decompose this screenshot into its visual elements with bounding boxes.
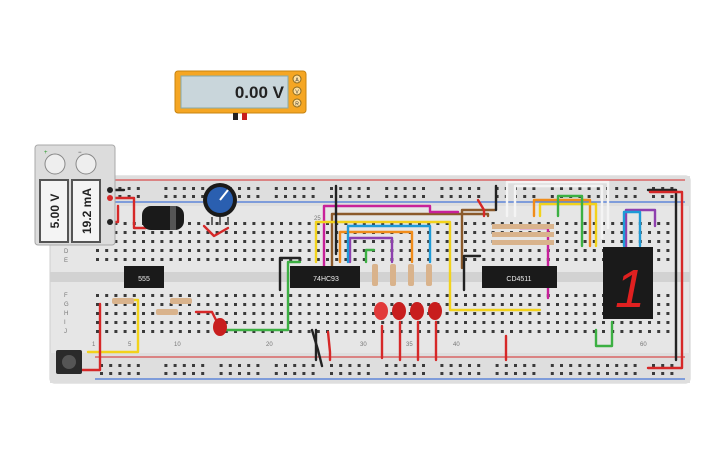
wire-purple-2[interactable]: [624, 208, 657, 250]
wire-orange-2[interactable]: [532, 198, 592, 248]
wire-green-4[interactable]: [594, 320, 614, 348]
resistor-display-3[interactable]: [492, 240, 554, 245]
plus-terminal-icon: +: [44, 150, 48, 156]
seven-segment-display[interactable]: 1: [603, 247, 653, 319]
wire-red-6[interactable]: [194, 310, 218, 322]
wire-red-5[interactable]: [78, 302, 102, 372]
chip-74hc93[interactable]: 74HC93: [290, 266, 360, 288]
column-number-25: 25: [314, 216, 321, 222]
resistor-timer-1[interactable]: [112, 298, 134, 304]
wire-blue-2[interactable]: [622, 210, 642, 248]
wire-green-2[interactable]: [224, 260, 302, 332]
chip-555-label: 555: [138, 276, 150, 283]
wire-purple-1[interactable]: [348, 236, 394, 264]
resistor-display-2[interactable]: [492, 232, 554, 237]
potentiometer[interactable]: [203, 183, 237, 225]
multimeter-reading: 0.00 V: [235, 83, 285, 102]
resistor-timer-3[interactable]: [156, 309, 178, 315]
wire-red-8[interactable]: [326, 330, 332, 362]
resistors-timer[interactable]: [112, 298, 192, 315]
terminal-negative[interactable]: [107, 187, 113, 193]
row-letter-d: D: [64, 249, 69, 255]
wire-yellow-3[interactable]: [538, 202, 598, 248]
probe-black[interactable]: [233, 113, 238, 120]
seven-segment-digit: 1: [615, 259, 645, 319]
row-letter-g: G: [64, 302, 69, 308]
row-letter-j: J: [64, 329, 67, 335]
wire-brown-1[interactable]: [330, 212, 490, 270]
resistor-led-2[interactable]: [390, 264, 396, 286]
wire-red-9[interactable]: [202, 224, 230, 238]
led-bit-2[interactable]: [410, 302, 424, 320]
terminal-ground[interactable]: [107, 219, 113, 225]
probe-red[interactable]: [242, 113, 247, 120]
wire-black-4[interactable]: [646, 188, 678, 362]
wire-blue-1[interactable]: [346, 224, 432, 264]
mode-ohms-button[interactable]: [292, 98, 302, 108]
chip-cd4511[interactable]: CD4511: [482, 266, 557, 288]
chip-555[interactable]: 555: [124, 266, 164, 288]
wire-green-3[interactable]: [556, 194, 584, 248]
wire-white-1[interactable]: [505, 180, 610, 230]
mode-amps-label: A: [295, 78, 299, 84]
led-bit-3[interactable]: [428, 302, 442, 320]
mode-volts-button[interactable]: [292, 86, 302, 96]
column-number-60: 60: [640, 342, 647, 348]
wire-black-1[interactable]: [278, 256, 302, 292]
row-letter-i: I: [64, 320, 66, 326]
voltage-display: 5.00 V: [48, 194, 62, 229]
wire-orange-1[interactable]: [338, 230, 414, 264]
column-number-35: 35: [406, 342, 413, 348]
resistors-led[interactable]: [372, 264, 432, 286]
column-number-30: 30: [360, 342, 367, 348]
chip-74hc93-label: 74HC93: [313, 276, 339, 283]
led-bit-0[interactable]: [374, 302, 388, 320]
wire-green-1[interactable]: [364, 248, 376, 264]
column-numbers: 1 5 10 20 25 30 35 40 60: [92, 216, 647, 348]
resistor-led-1[interactable]: [372, 264, 378, 286]
wire-red-3[interactable]: [476, 198, 486, 218]
led-timer[interactable]: [213, 318, 227, 336]
multimeter[interactable]: 0.00 V A V R: [174, 70, 307, 120]
resistor-timer-2[interactable]: [170, 298, 192, 304]
current-display: 19.2 mA: [80, 188, 94, 234]
wire-white-2[interactable]: [513, 184, 604, 240]
current-knob[interactable]: [75, 153, 97, 175]
wire-yellow-1[interactable]: [314, 220, 542, 312]
mode-ohms-label: R: [295, 102, 299, 108]
chip-cd4511-label: CD4511: [506, 276, 531, 283]
column-number-20: 20: [266, 342, 273, 348]
electrolytic-capacitor[interactable]: [142, 206, 184, 230]
leds[interactable]: [213, 302, 442, 336]
wires[interactable]: [78, 180, 684, 372]
minus-terminal-icon: −: [78, 150, 82, 156]
row-letter-h: H: [64, 311, 68, 317]
wire-black-3[interactable]: [462, 254, 482, 292]
wire-black-5[interactable]: [310, 328, 324, 368]
resistor-led-3[interactable]: [408, 264, 414, 286]
row-letter-e: E: [64, 258, 68, 264]
mode-volts-label: V: [295, 90, 299, 96]
voltage-knob[interactable]: [44, 153, 66, 175]
column-number-40: 40: [453, 342, 460, 348]
resistor-led-4[interactable]: [426, 264, 432, 286]
column-number-5: 5: [128, 342, 132, 348]
wire-red-2[interactable]: [108, 196, 148, 230]
mode-amps-button[interactable]: [292, 74, 302, 84]
led-bit-1[interactable]: [392, 302, 406, 320]
resistor-display-1[interactable]: [492, 224, 554, 229]
power-supply[interactable]: 5.00 V 19.2 mA + −: [34, 144, 116, 246]
wire-red-4[interactable]: [646, 190, 684, 370]
column-number-1: 1: [92, 342, 96, 348]
row-letter-f: F: [64, 293, 68, 299]
wire-magenta-1[interactable]: [322, 204, 460, 270]
resistors-display[interactable]: [492, 224, 554, 245]
column-number-10: 10: [174, 342, 181, 348]
terminal-positive[interactable]: [107, 195, 113, 201]
pushbutton[interactable]: [56, 350, 82, 374]
